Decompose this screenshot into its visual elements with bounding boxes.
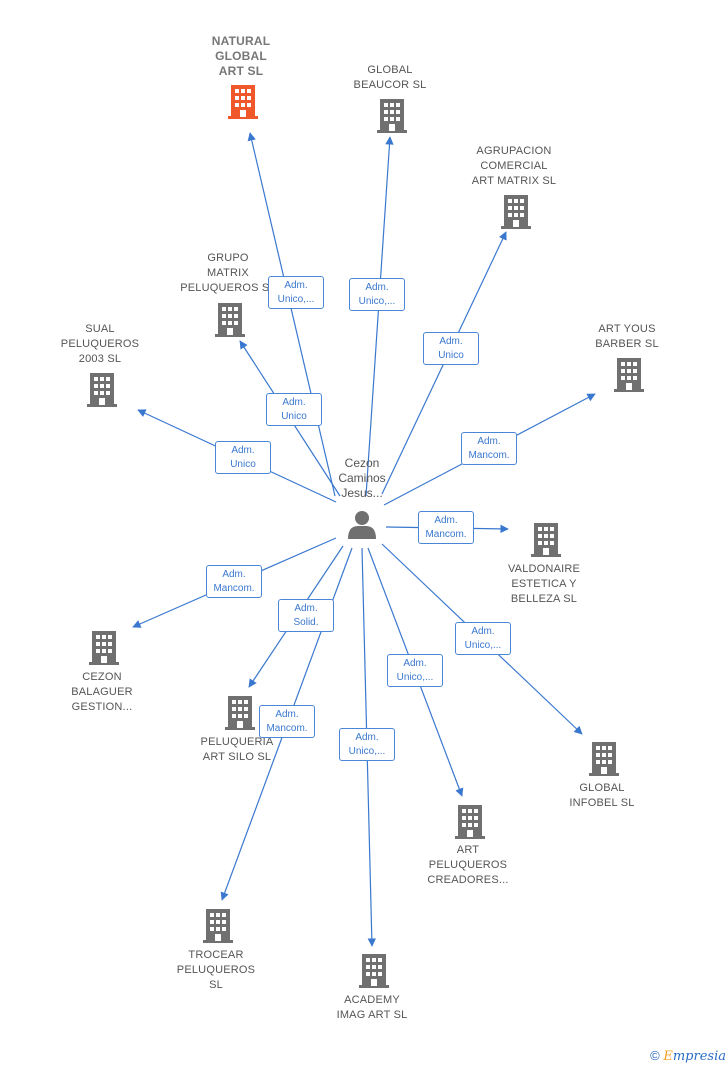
- person-name[interactable]: Cezon Caminos Jesus...: [338, 456, 386, 500]
- role-badge-peluqueria-art-silo: Adm. Solid.: [278, 599, 334, 632]
- role-badge-art-yous: Adm. Mancom.: [461, 432, 517, 465]
- role-badge-grupo-matrix: Adm. Unico: [266, 393, 322, 426]
- building-icon[interactable]: [614, 358, 644, 392]
- role-badge-cezon-balaguer: Adm. Mancom.: [206, 565, 262, 598]
- edge-natural-global: [247, 132, 336, 497]
- company-label-peluqueria-art-silo[interactable]: PELUQUERIA ART SILO SL: [200, 736, 274, 763]
- building-icon[interactable]: [87, 373, 117, 407]
- brand-initial: E: [663, 1049, 673, 1064]
- building-icon[interactable]: [531, 523, 561, 557]
- company-label-art-yous[interactable]: ART YOUS BARBER SL: [595, 323, 659, 350]
- company-label-art-peluqueros[interactable]: ART PELUQUEROS CREADORES...: [427, 844, 509, 886]
- building-icon[interactable]: [377, 99, 407, 133]
- building-icon[interactable]: [359, 954, 389, 988]
- building-icon[interactable]: [501, 195, 531, 229]
- company-label-academy[interactable]: ACADEMY IMAG ART SL: [336, 994, 408, 1021]
- building-icon[interactable]: [455, 805, 485, 839]
- company-label-global-beaucor[interactable]: GLOBAL BEAUCOR SL: [353, 64, 427, 91]
- building-icon[interactable]: [215, 303, 245, 337]
- role-badge-global-infobel: Adm. Unico,...: [455, 622, 511, 655]
- company-label-grupo-matrix[interactable]: GRUPO MATRIX PELUQUEROS SL: [180, 252, 275, 294]
- role-badge-trocear: Adm. Mancom.: [259, 705, 315, 738]
- company-label-global-infobel[interactable]: GLOBAL INFOBEL SL: [569, 782, 635, 809]
- building-icon[interactable]: [203, 909, 233, 943]
- role-badge-academy: Adm. Unico,...: [339, 728, 395, 761]
- company-label-trocear[interactable]: TROCEAR PELUQUEROS SL: [176, 949, 256, 991]
- role-badge-sual: Adm. Unico: [215, 441, 271, 474]
- building-icon[interactable]: [89, 631, 119, 665]
- person-icon[interactable]: [348, 511, 376, 539]
- brand-name: mpresia: [672, 1049, 726, 1064]
- company-label-valdonaire[interactable]: VALDONAIRE ESTETICA Y BELLEZA SL: [507, 563, 581, 605]
- copyright-symbol: ©: [650, 1048, 660, 1063]
- building-icon[interactable]: [225, 696, 255, 730]
- edge-global-beaucor: [365, 136, 394, 497]
- role-badge-agrupacion: Adm. Unico: [423, 332, 479, 365]
- brand-footer: © Empresia: [650, 1048, 726, 1064]
- company-label-natural-global[interactable]: NATURAL GLOBAL ART SL: [211, 34, 271, 78]
- role-badge-global-beaucor: Adm. Unico,...: [349, 278, 405, 311]
- company-label-cezon-balaguer[interactable]: CEZON BALAGUER GESTION...: [71, 671, 133, 713]
- company-label-sual[interactable]: SUAL PELUQUEROS 2003 SL: [60, 323, 140, 365]
- company-label-agrupacion[interactable]: AGRUPACION COMERCIAL ART MATRIX SL: [471, 145, 557, 187]
- role-badge-art-peluqueros: Adm. Unico,...: [387, 654, 443, 687]
- role-badge-natural-global: Adm. Unico,...: [268, 276, 324, 309]
- building-icon[interactable]: [589, 742, 619, 776]
- role-badge-valdonaire: Adm. Mancom.: [418, 511, 474, 544]
- building-icon[interactable]: [228, 85, 258, 119]
